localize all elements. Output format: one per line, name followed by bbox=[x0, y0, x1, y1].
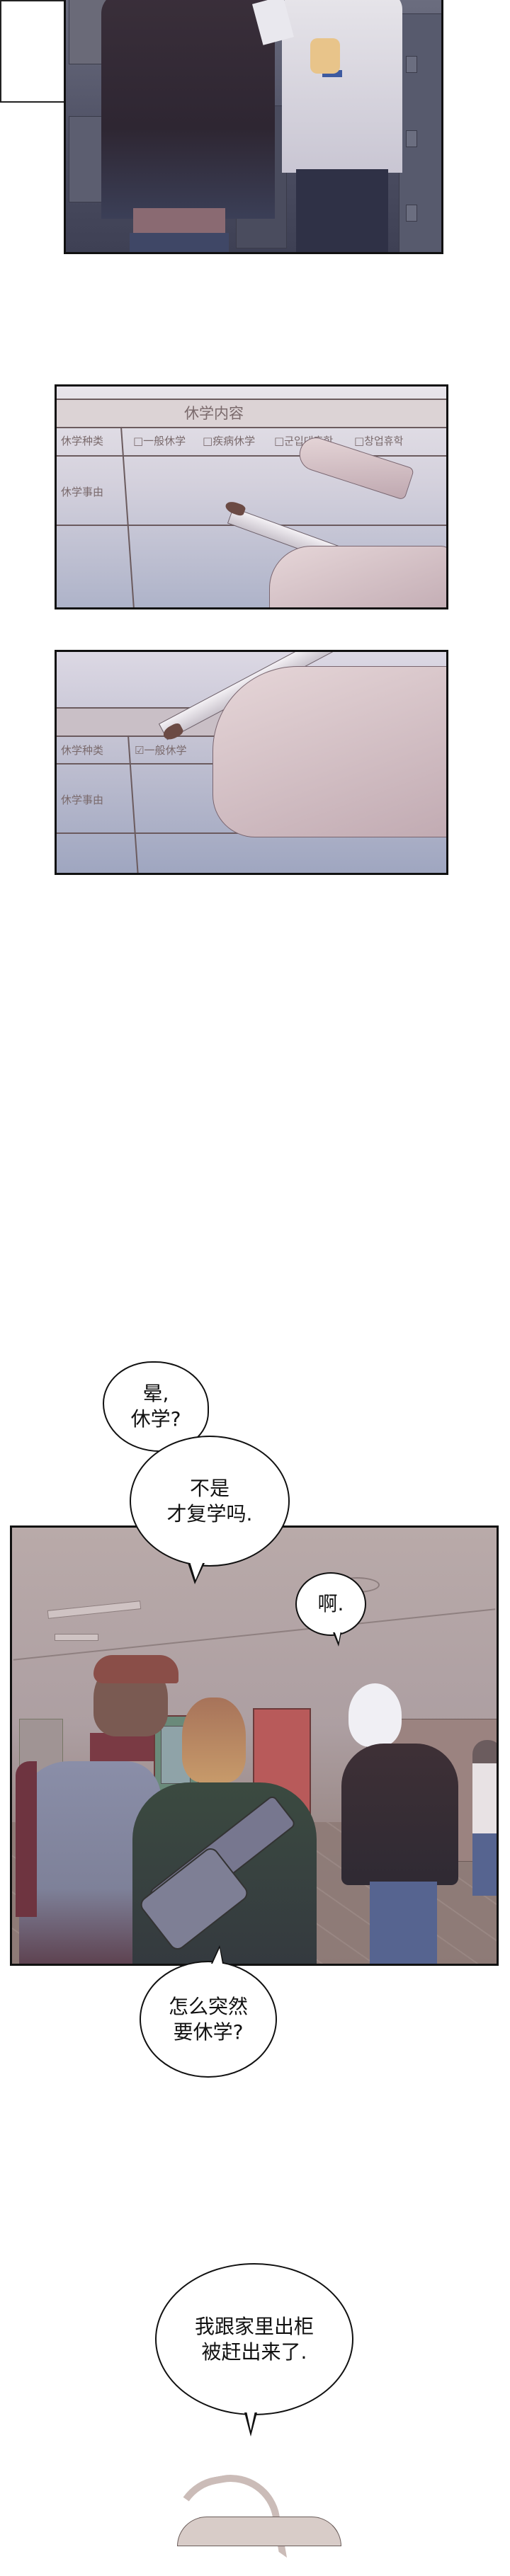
form-line bbox=[57, 455, 446, 457]
bubble-5-line-1: 我跟家里出柜 bbox=[194, 2314, 314, 2338]
panel-hallway-scene bbox=[10, 1525, 499, 1966]
form-label-type: 休学种类 bbox=[61, 435, 104, 447]
form-line bbox=[57, 763, 227, 765]
speech-bubble-5: 我跟家里出柜 被赶出来了. bbox=[155, 2263, 353, 2415]
bubble-1-line-1: 晕, bbox=[142, 1382, 169, 1405]
bubble-1-line-2: 休学? bbox=[130, 1407, 181, 1431]
bubble-3-tail-fill bbox=[334, 1631, 341, 1642]
student-dark-jacket bbox=[101, 0, 275, 219]
background-student bbox=[472, 1740, 497, 1896]
bubble-4-line-1: 怎么突然 bbox=[168, 1994, 248, 2018]
form-label-reason: 休学事由 bbox=[61, 794, 104, 806]
student-jeans bbox=[130, 233, 229, 252]
jacket-sleeve-red bbox=[16, 1761, 37, 1917]
form-label-reason: 休学事由 bbox=[61, 486, 104, 498]
staff-dark-pants bbox=[296, 169, 388, 252]
speech-bubble-4: 怎么突然 要休学? bbox=[140, 1961, 277, 2078]
bubble-4-tail-fill bbox=[212, 1948, 222, 1964]
character-head-top bbox=[177, 2517, 341, 2546]
staff-white-shirt bbox=[282, 0, 402, 173]
form-line bbox=[57, 399, 446, 400]
id-badge bbox=[322, 70, 342, 77]
form-option-general-checked: ☑一般休学 bbox=[135, 744, 187, 757]
binders bbox=[69, 116, 106, 202]
panel-office-scene bbox=[64, 0, 443, 254]
cabinet-handle bbox=[406, 205, 417, 222]
white-hair-jeans bbox=[370, 1882, 437, 1964]
form-option-illness: □疾病休学 bbox=[203, 435, 256, 447]
form-line bbox=[57, 427, 446, 428]
speech-bubble-2: 不是 才复学吗. bbox=[130, 1436, 290, 1567]
hand-writing bbox=[212, 666, 446, 837]
bubble-5-tail-fill bbox=[246, 2411, 255, 2431]
pen-tip bbox=[224, 499, 246, 517]
form-header-band bbox=[57, 400, 446, 427]
form-label-type: 休学种类 bbox=[61, 744, 104, 757]
bubble-2-tail-fill bbox=[190, 1562, 203, 1580]
student-dark-sweater bbox=[341, 1744, 458, 1885]
form-option-startup: □창업휴학 bbox=[354, 435, 404, 447]
bubble-2-line-1: 不是 bbox=[189, 1476, 230, 1500]
form-title: 休学内容 bbox=[184, 405, 244, 422]
head-white-hair bbox=[348, 1683, 402, 1747]
bubble-5-line-2: 被赶出来了. bbox=[201, 2340, 307, 2364]
bubble-3-line-1: 啊. bbox=[317, 1592, 344, 1615]
ceiling-light bbox=[47, 1601, 142, 1619]
form-option-general: □一般休学 bbox=[133, 435, 186, 447]
cabinet-handle bbox=[406, 56, 417, 73]
student-waistband bbox=[133, 208, 225, 236]
bubble-2-line-2: 才复学吗. bbox=[166, 1501, 253, 1525]
ceiling-light bbox=[55, 1634, 98, 1641]
panel-form-closeup: 休学内容 休学种类 □一般休学 □疾病休学 □군입대휴학 □창업휴학 休学事由 bbox=[55, 384, 448, 609]
form-column-divider bbox=[120, 426, 135, 607]
hand-holding-pen bbox=[269, 546, 446, 607]
panel-form-check: 休学种类 ☑一般休学 休学事由 bbox=[55, 650, 448, 875]
head-brown-hair bbox=[182, 1698, 246, 1782]
speech-bubble-3: 啊. bbox=[295, 1572, 366, 1636]
cabinet-handle bbox=[406, 130, 417, 147]
bubble-4-line-2: 要休学? bbox=[173, 2020, 244, 2044]
jacket-collar-red bbox=[90, 1733, 154, 1761]
baseball-cap bbox=[94, 1655, 178, 1683]
pointing-hand bbox=[310, 38, 340, 74]
